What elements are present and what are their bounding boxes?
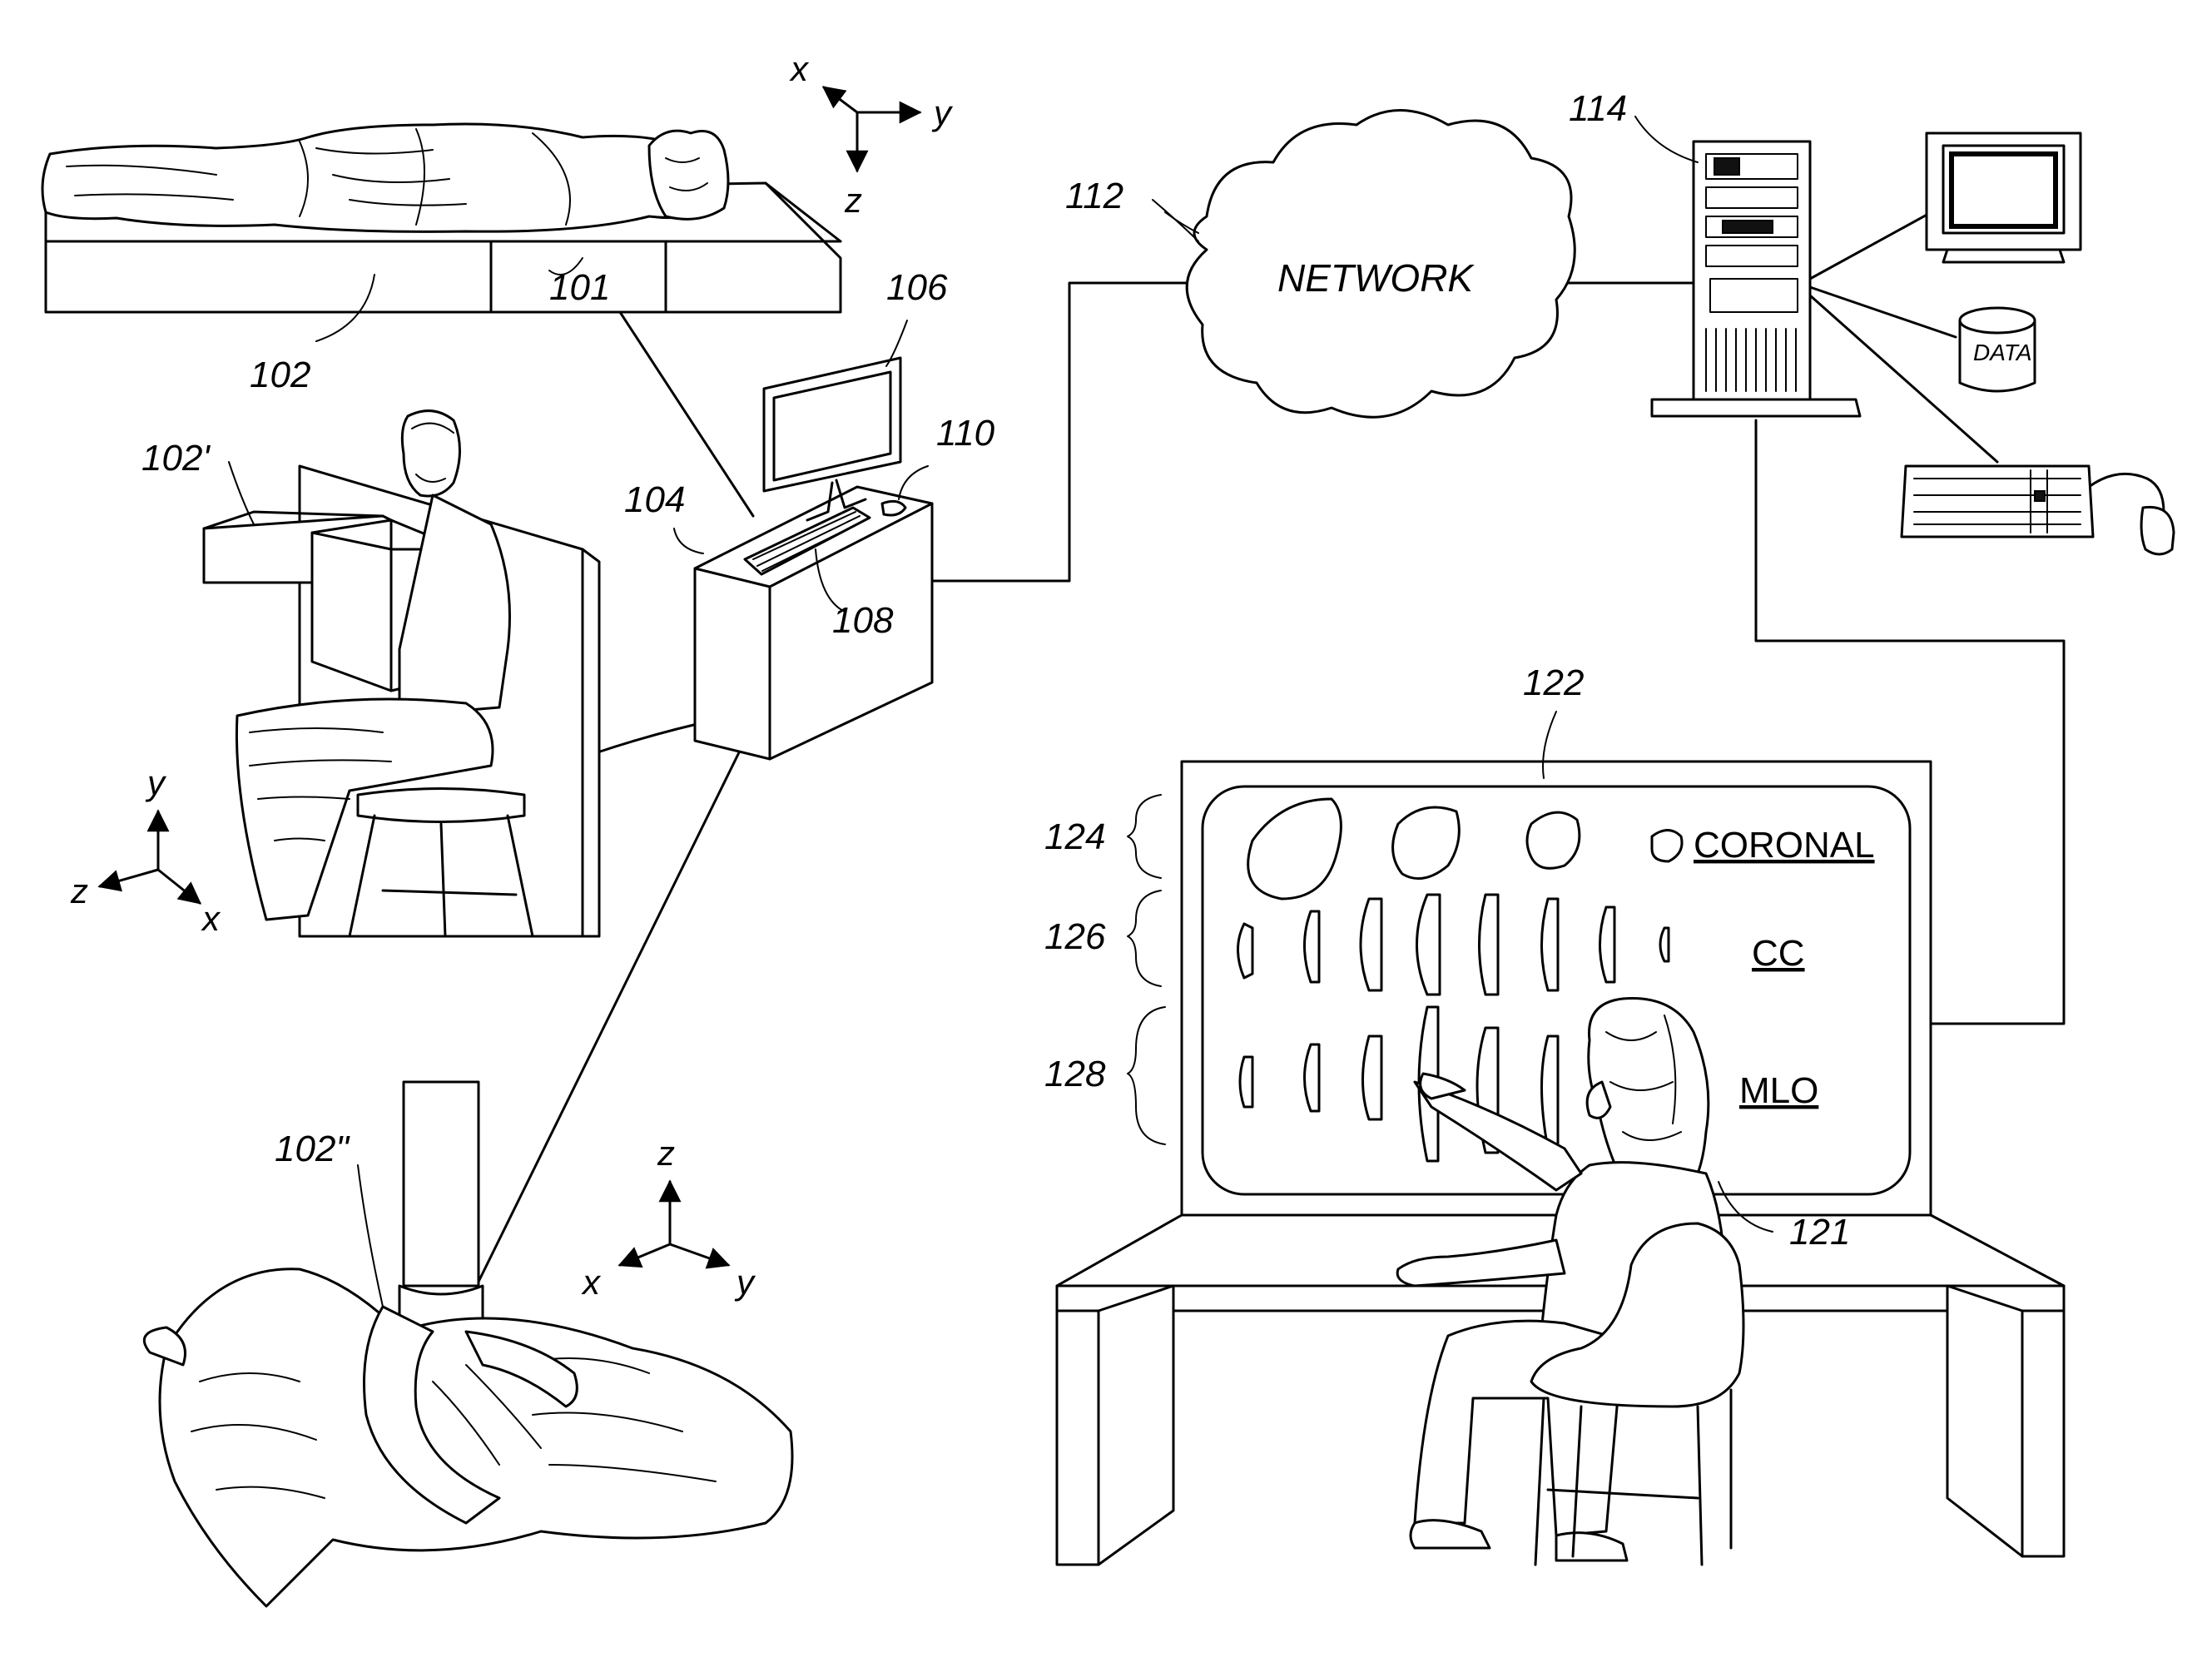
workstation-icon xyxy=(695,358,932,759)
ref-102: 102 xyxy=(250,355,310,395)
ref-112: 112 xyxy=(1065,176,1123,216)
axis-label-x: x xyxy=(789,49,810,88)
axes-top: x y z xyxy=(789,49,954,220)
axes-bottom: z x y xyxy=(581,1134,756,1302)
ref-124: 124 xyxy=(1044,816,1105,857)
axis-label-z: z xyxy=(844,181,862,220)
ref-122: 122 xyxy=(1523,662,1584,703)
ref-102p: 102' xyxy=(141,438,211,479)
ref-104: 104 xyxy=(624,479,685,520)
ref-101: 101 xyxy=(549,267,610,308)
supine-patient-scanner-icon xyxy=(42,124,841,312)
seated-patient-scanner-icon xyxy=(204,411,599,936)
axis-label-x: x xyxy=(581,1263,602,1302)
ref-108: 108 xyxy=(832,600,894,641)
ref-128: 128 xyxy=(1044,1054,1106,1094)
axis-label-x: x xyxy=(201,899,221,938)
ref-102pp: 102" xyxy=(275,1129,350,1169)
server-tower-icon xyxy=(1652,141,1860,416)
view-label-mlo: MLO xyxy=(1739,1070,1818,1111)
axis-label-z: z xyxy=(657,1134,675,1173)
view-label-coronal: CORONAL xyxy=(1694,825,1875,866)
axis-label-y: y xyxy=(931,93,954,132)
ref-121: 121 xyxy=(1789,1212,1850,1253)
view-label-cc: CC xyxy=(1752,933,1805,974)
network-label: NETWORK xyxy=(1277,256,1475,300)
axis-label-y: y xyxy=(145,763,167,802)
data-label: DATA xyxy=(1973,340,2032,365)
ref-126: 126 xyxy=(1044,916,1106,957)
axes-left: y z x xyxy=(70,763,221,938)
keyboard-icon xyxy=(1902,466,2093,537)
axis-label-y: y xyxy=(734,1263,756,1302)
ref-106: 106 xyxy=(886,267,948,308)
axis-label-z: z xyxy=(70,871,88,910)
prone-patient-scanner-icon xyxy=(144,1082,792,1606)
mouse-icon xyxy=(2141,507,2174,554)
ref-110: 110 xyxy=(936,413,995,454)
crt-monitor-icon xyxy=(1927,133,2081,262)
ref-114: 114 xyxy=(1569,88,1627,129)
